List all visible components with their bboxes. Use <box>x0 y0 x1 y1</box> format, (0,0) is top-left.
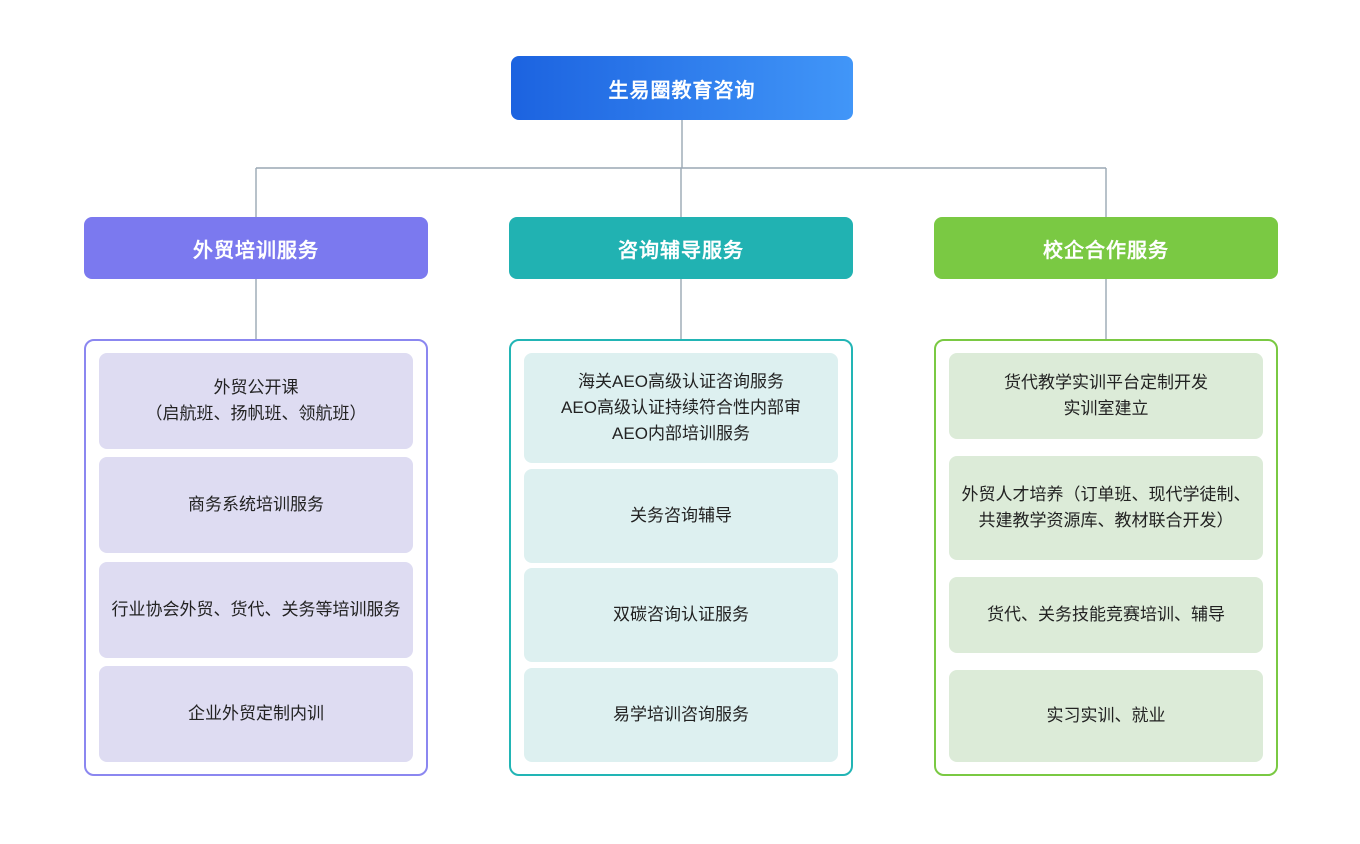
root-node[interactable]: 生易圈教育咨询 <box>511 56 853 120</box>
service-item-label: 企业外贸定制内训 <box>188 703 324 723</box>
category-header-1[interactable]: 咨询辅导服务 <box>509 217 853 279</box>
service-item[interactable]: 商务系统培训服务 <box>99 457 413 554</box>
category-header-label: 外贸培训服务 <box>193 239 319 262</box>
service-item[interactable]: 货代教学实训平台定制开发实训室建立 <box>949 353 1263 439</box>
service-item[interactable]: 货代、关务技能竞赛培训、辅导 <box>949 577 1263 653</box>
category-header-2[interactable]: 校企合作服务 <box>934 217 1278 279</box>
service-group-0: 外贸公开课（启航班、扬帆班、领航班） 商务系统培训服务行业协会外贸、货代、关务等培… <box>84 339 428 776</box>
service-item[interactable]: 企业外贸定制内训 <box>99 665 413 762</box>
category-header-label: 校企合作服务 <box>1043 239 1169 262</box>
service-item-label: 实习实训、就业 <box>1046 706 1166 725</box>
service-item-label: 双碳咨询认证服务 <box>613 605 749 625</box>
service-item-label: 外贸公开课（启航班、扬帆班、领航班） <box>145 378 367 423</box>
service-item-label: 关务咨询辅导 <box>630 505 732 525</box>
service-item[interactable]: 实习实训、就业 <box>949 670 1263 762</box>
service-item[interactable]: 易学培训咨询服务 <box>524 667 838 762</box>
service-item[interactable]: 外贸公开课（启航班、扬帆班、领航班） <box>99 353 413 449</box>
root-node-label: 生易圈教育咨询 <box>608 79 756 102</box>
service-item-label: 商务系统培训服务 <box>188 495 324 515</box>
service-item-label: 行业协会外贸、货代、关务等培训服务 <box>111 599 401 619</box>
service-item-label: 货代教学实训平台定制开发实训室建立 <box>1004 373 1208 418</box>
service-item-label: 外贸人才培养（订单班、现代学徒制、共建教学资源库、教材联合开发） <box>961 485 1251 530</box>
category-header-label: 咨询辅导服务 <box>618 239 744 262</box>
service-item[interactable]: 外贸人才培养（订单班、现代学徒制、共建教学资源库、教材联合开发） <box>949 456 1263 560</box>
service-item-label: 易学培训咨询服务 <box>613 704 749 724</box>
service-item-label: 货代、关务技能竞赛培训、辅导 <box>987 605 1225 624</box>
service-group-2: 货代教学实训平台定制开发实训室建立外贸人才培养（订单班、现代学徒制、共建教学资源… <box>934 339 1278 776</box>
service-item[interactable]: 行业协会外贸、货代、关务等培训服务 <box>99 561 413 658</box>
category-header-0[interactable]: 外贸培训服务 <box>84 217 428 279</box>
service-item[interactable]: 双碳咨询认证服务 <box>524 568 838 663</box>
service-item[interactable]: 关务咨询辅导 <box>524 468 838 563</box>
